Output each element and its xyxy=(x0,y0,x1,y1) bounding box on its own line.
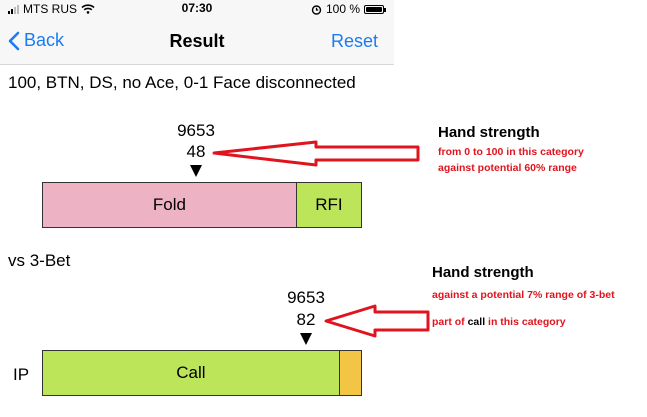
call-segment: Call xyxy=(43,351,339,395)
signal-icon xyxy=(8,4,19,14)
annotation-text-post: in this category xyxy=(485,316,566,328)
hand-category: 100, BTN, DS, no Ace, 0-1 Face disconnec… xyxy=(8,73,356,92)
hand-id: 9653 xyxy=(177,121,215,140)
wifi-icon xyxy=(81,4,95,14)
battery-icon xyxy=(364,4,386,14)
hand-id: 9653 xyxy=(287,288,325,307)
hand-strength-value: 48 xyxy=(186,142,206,161)
annotation-heading: Hand strength xyxy=(438,124,540,141)
action-bar: Fold RFI xyxy=(42,182,362,228)
annotation-text: against potential 60% range xyxy=(438,162,577,174)
section-heading: vs 3-Bet xyxy=(8,251,71,270)
annotation-text: against a potential 7% range of 3-bet xyxy=(432,289,615,301)
phone-screen: MTS RUS 07:30 100 % Back Result Reset xyxy=(0,0,394,396)
strength-marker-icon xyxy=(190,165,202,177)
annotation-text: part of call in this category xyxy=(432,316,566,328)
annotation-text-call: call xyxy=(467,316,486,328)
annotation-heading: Hand strength xyxy=(432,264,534,281)
reset-button[interactable]: Reset xyxy=(330,31,378,51)
raise-segment xyxy=(338,351,361,395)
carrier-group: MTS RUS xyxy=(8,2,95,16)
action-bar: Call xyxy=(42,350,362,396)
status-time: 07:30 xyxy=(181,1,213,15)
fold-segment: Fold xyxy=(43,183,296,227)
strength-marker-icon xyxy=(300,333,312,345)
annotation-arrow xyxy=(324,304,430,338)
battery-percent: 100 % xyxy=(325,2,360,16)
position-label: IP xyxy=(13,365,30,384)
hand-strength-value: 82 xyxy=(296,310,316,329)
carrier-label: MTS RUS xyxy=(23,2,77,16)
status-bar: MTS RUS 07:30 100 % xyxy=(0,0,394,18)
back-button[interactable]: Back xyxy=(8,30,64,51)
alarm-icon xyxy=(311,4,322,15)
chevron-left-icon xyxy=(8,31,20,50)
status-right: 100 % xyxy=(311,2,386,16)
annotation-text-pre: part of xyxy=(432,316,468,328)
rfi-segment: RFI xyxy=(295,183,361,227)
annotation-arrow xyxy=(212,140,420,167)
back-label: Back xyxy=(24,30,65,50)
annotation-text: from 0 to 100 in this category xyxy=(438,146,584,158)
